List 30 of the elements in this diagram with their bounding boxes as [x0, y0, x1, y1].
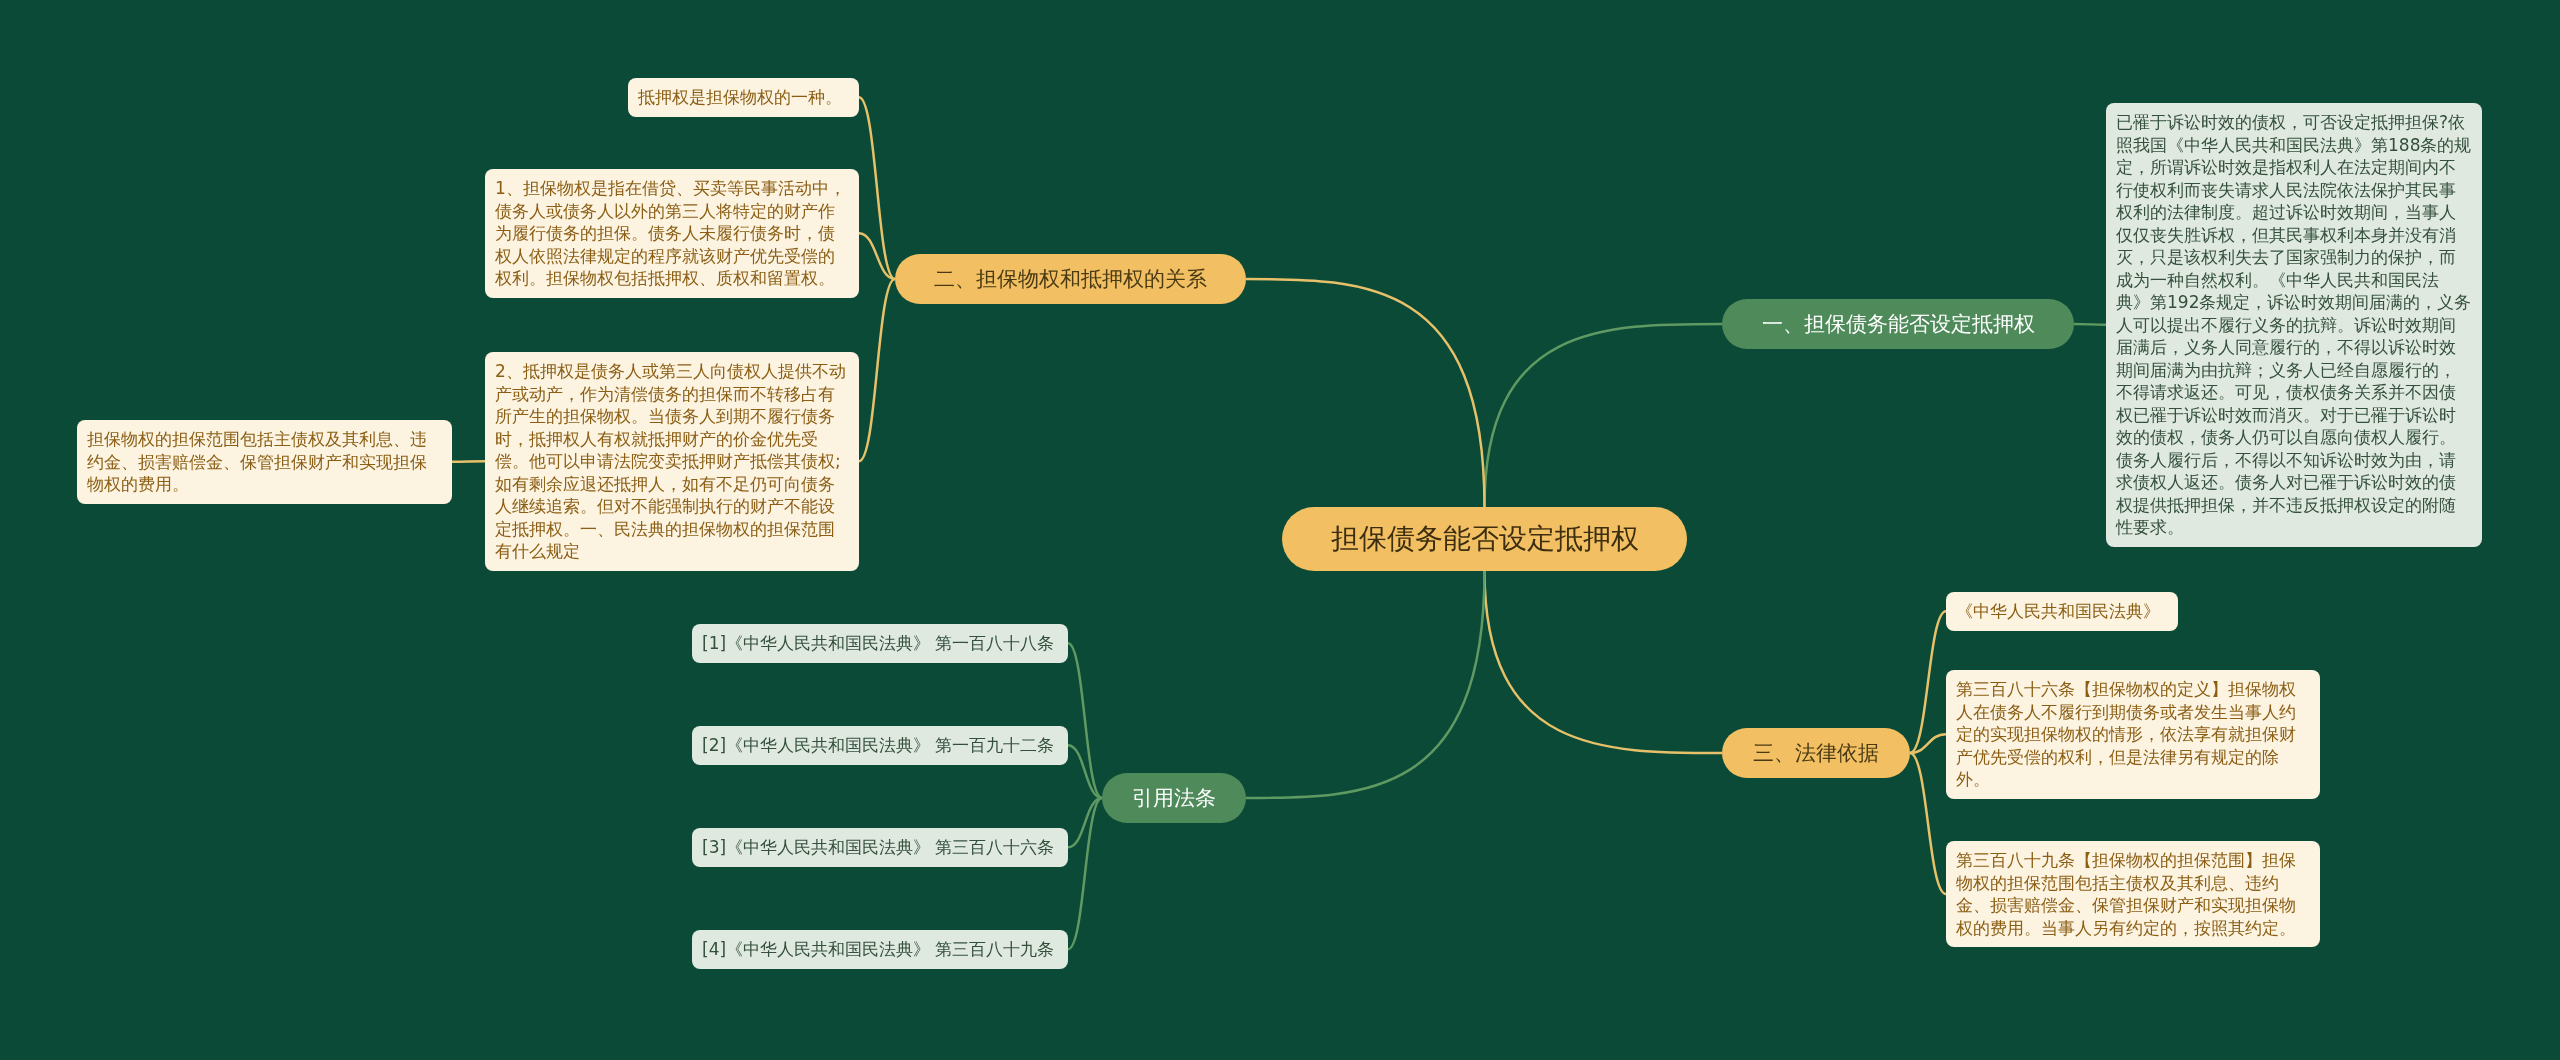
- note-card: [3]《中华人民共和国民法典》 第三百八十六条: [692, 828, 1068, 867]
- connector-line: [1067, 796, 1103, 849]
- branch-topic: 三、法律依据: [1722, 728, 1910, 778]
- connector-line: [1909, 751, 1947, 896]
- connector-line: [2074, 322, 2106, 326]
- branch-topic: 二、担保物权和抵押权的关系: [895, 254, 1246, 304]
- note-card: 1、担保物权是指在借贷、买卖等民事活动中，债务人或债务人以外的第三人将特定的财产作为履行债务的担保。债务人未履行债务时，债权人依照法律规定的程序就该财产优先受偿的权利。担保物权包括抵押权、质权和留置权。: [485, 169, 859, 298]
- connector-line: [1067, 797, 1103, 951]
- note-card: [1]《中华人民共和国民法典》 第一百八十八条: [692, 624, 1068, 663]
- connector-line: [858, 278, 896, 463]
- note-card: 第三百八十九条【担保物权的担保范围】担保物权的担保范围包括主债权及其利息、违约金、损害赔偿金、保管担保财产和实现担保物权的费用。当事人另有约定的，按照其约定。: [1946, 841, 2320, 947]
- note-card: 2、抵押权是债务人或第三人向债权人提供不动产或动产，作为清偿债务的担保而不转移占有所产生的担保物权。当债务人到期不履行债务时，抵押权人有权就抵押财产的价金优先受偿。他可以申请法院变卖抵押财产抵偿其债权;如有剩余应退还抵押人，如有不足仍可向债务人继续追索。但对不能强制执行的财产不能设定抵押权。一、民法典的担保物权的担保范围有什么规定: [485, 352, 859, 571]
- connector-line: [1909, 610, 1947, 755]
- connector-line: [1246, 570, 1486, 800]
- connector-line: [858, 96, 896, 280]
- connector-line: [858, 232, 896, 281]
- note-card: 抵押权是担保物权的一种。: [628, 78, 859, 117]
- connector-line: [452, 460, 485, 463]
- connector-line: [1067, 642, 1103, 799]
- note-card: 已罹于诉讼时效的债权，可否设定抵押担保?依照我国《中华人民共和国民法典》第188条的规定，所谓诉讼时效是指权利人在法定期间内不行使权利而丧失请求人民法院依法保护其民事权利的法律制度。超过诉讼时效期间，当事人仅仅丧失胜诉权，但其民事权利本身并没有消灭，只是该权利失去了国家强制力的保护，而成为一种自然权利。《中华人民共和国民法典》第192条规定，诉讼时效期间届满的，义务人可以提出不履行义务的抗辩。诉讼时效期间届满后，义务人同意履行的，不得以诉讼时效期间届满为由抗辩；义务人已经自愿履行的，不得请求返还。可见，债权债务关系并不因债权已罹于诉讼时效而消灭。对于已罹于诉讼时效的债权，债务人仍可以自愿向债权人履行。债务人履行后，不得以不知诉讼时效为由，请求债权人返还。债务人对已罹于诉讼时效的债权提供抵押担保，并不违反抵押权设定的附随性要求。: [2106, 103, 2482, 547]
- note-card: [2]《中华人民共和国民法典》 第一百九十二条: [692, 726, 1068, 765]
- note-card: 第三百八十六条【担保物权的定义】担保物权人在债务人不履行到期债务或者发生当事人约定的实现担保物权的情形，依法享有就担保财产优先受偿的权利，但是法律另有规定的除外。: [1946, 670, 2320, 799]
- connector-line: [1246, 277, 1486, 508]
- note-card: 《中华人民共和国民法典》: [1946, 592, 2178, 631]
- note-card: [4]《中华人民共和国民法典》 第三百八十九条: [692, 930, 1068, 969]
- branch-topic: 一、担保债务能否设定抵押权: [1722, 299, 2074, 349]
- central-topic: 担保债务能否设定抵押权: [1282, 507, 1687, 571]
- branch-topic: 引用法条: [1102, 773, 1246, 823]
- connector-line: [1909, 733, 1947, 755]
- note-card: 担保物权的担保范围包括主债权及其利息、违约金、损害赔偿金、保管担保财产和实现担保物权的费用。: [77, 420, 452, 504]
